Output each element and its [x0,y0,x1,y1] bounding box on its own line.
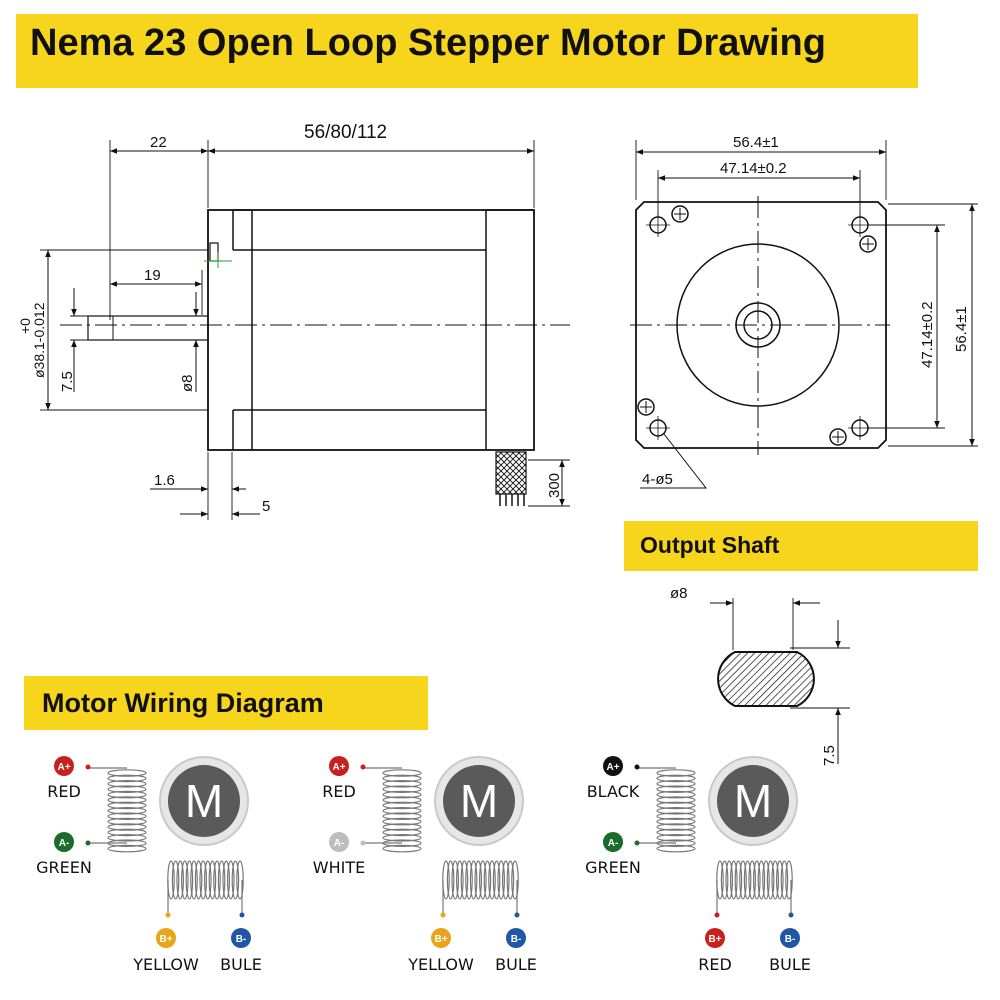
a-minus-label: GREEN [36,858,92,877]
wiring-title: Motor Wiring Diagram [42,688,324,718]
a-plus-badge-text: A+ [606,762,619,773]
motor-label: M [460,775,498,827]
dim-1-6: 1.6 [154,472,175,489]
a-plus-badge-text: A+ [332,762,345,773]
title-banner [16,14,918,88]
dim-front-height: 56.4±1 [953,306,970,352]
motor-symbol-inner [168,765,240,837]
wiring-diagrams: M A+ A- B+ B- RED GREEN YELLOW BULE M A+ A- B+ B- RED W… [36,756,811,974]
b-plus-badge [156,928,176,948]
dim-front-holes: 47.14±0.2 [720,160,787,177]
b-minus-label: BULE [495,955,537,974]
a-plus-label: BLACK [587,782,640,801]
b-minus-badge-text: B- [511,934,522,945]
dim-shaft-diameter: ø8 [179,374,196,392]
dim-7-5: 7.5 [59,371,76,392]
dim-front-width: 56.4±1 [733,134,779,151]
dim-22: 22 [150,134,167,151]
b-plus-label: YELLOW [132,955,199,974]
a-plus-badge [54,756,74,776]
output-shaft-title: Output Shaft [640,532,780,558]
b-minus-badge [231,928,251,948]
wiring-banner [24,676,428,730]
a-plus-badge [603,756,623,776]
b-plus-badge [705,928,725,948]
b-plus-badge [431,928,451,948]
motor-label: M [185,775,223,827]
dim-flange-tolerance: +0 [17,318,33,334]
dim-holes-diameter: 4-ø5 [642,471,673,488]
b-minus-label: BULE [220,955,262,974]
a-minus-label: GREEN [585,858,641,877]
wiring-diagram-3: M A+ A- B+ B- [603,756,800,948]
a-minus-badge-text: A- [608,838,619,849]
output-shaft-section [710,598,850,764]
dim-5: 5 [262,498,270,515]
a-minus-label: WHITE [313,858,365,877]
wiring-diagram-1: M A+ A- B+ B- [54,756,251,948]
motor-label: M [734,775,772,827]
a-minus-badge [603,832,623,852]
front-view [630,140,978,489]
b-plus-badge-text: B+ [708,934,721,945]
wiring-diagram-2: M A+ A- B+ B- [329,756,526,948]
a-plus-label: RED [47,782,81,801]
output-shaft-banner [624,521,978,571]
dim-output-shaft-diameter: ø8 [670,585,688,602]
side-view [40,140,570,520]
dim-output-shaft-flat: 7.5 [821,745,838,766]
b-plus-badge-text: B+ [159,934,172,945]
dim-flange-diameter: ø38.1-0.012 [31,302,47,378]
a-plus-badge [329,756,349,776]
b-minus-badge [506,928,526,948]
a-plus-label: RED [322,782,356,801]
b-plus-label: RED [698,955,732,974]
b-minus-label: BULE [769,955,811,974]
b-minus-badge-text: B- [236,934,247,945]
dim-300: 300 [546,473,563,498]
dim-19: 19 [144,267,161,284]
a-minus-badge [329,832,349,852]
motor-symbol-inner [443,765,515,837]
a-minus-badge [54,832,74,852]
motor-symbol-inner [717,765,789,837]
a-minus-badge-text: A- [334,838,345,849]
a-plus-badge-text: A+ [57,762,70,773]
dim-length: 56/80/112 [304,122,387,143]
b-plus-badge-text: B+ [434,934,447,945]
dim-front-holes-vertical: 47.14±0.2 [919,301,936,368]
b-plus-label: YELLOW [407,955,474,974]
b-minus-badge-text: B- [785,934,796,945]
page-title: Nema 23 Open Loop Stepper Motor Drawing [30,22,826,64]
b-minus-badge [780,928,800,948]
a-minus-badge-text: A- [59,838,70,849]
